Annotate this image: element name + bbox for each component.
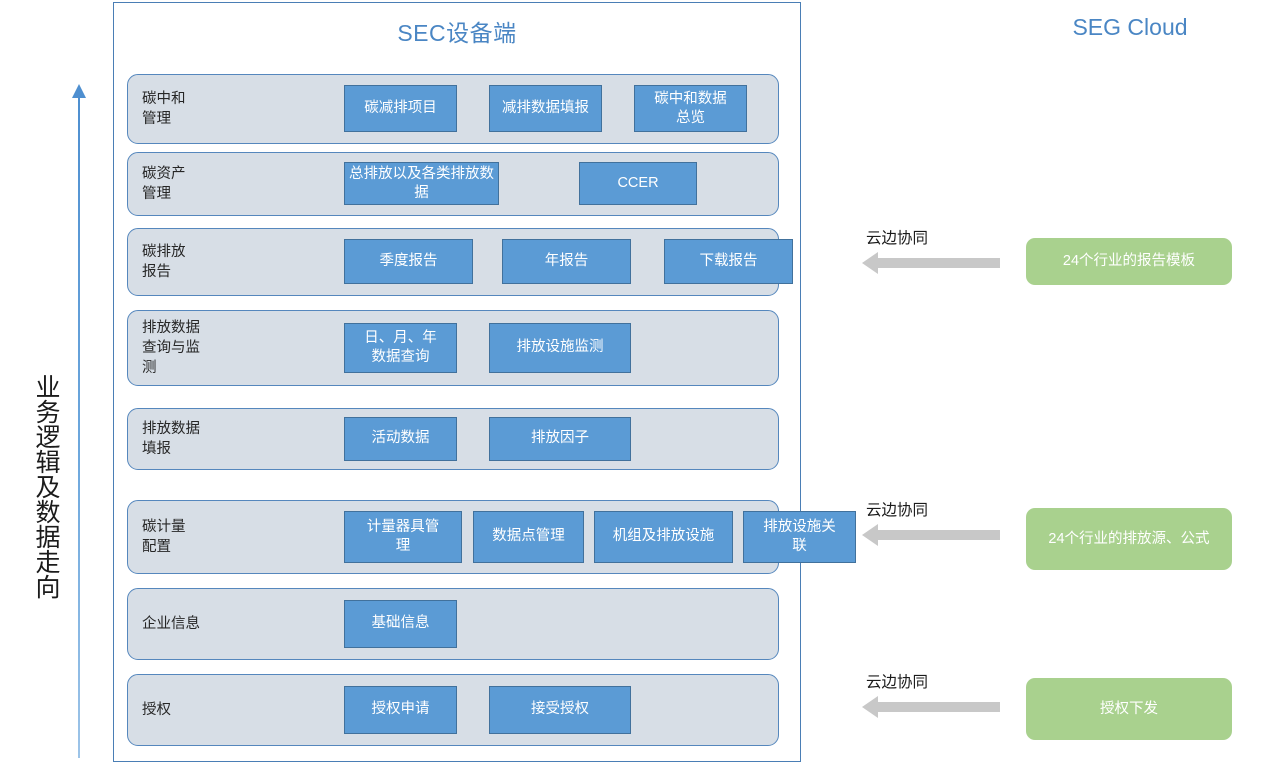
cloud-edge-sync-label: 云边协同 bbox=[866, 230, 929, 247]
module-tile[interactable]: 计量器具管 理 bbox=[344, 510, 462, 563]
module-row: 授权 授权申请接受授权 bbox=[127, 674, 779, 746]
sec-device-title: SEC设备端 bbox=[397, 20, 517, 46]
module-row-label: 排放数据 查询与监 测 bbox=[142, 320, 200, 376]
sync-arrow-left-icon bbox=[862, 696, 878, 718]
module-row-label: 排放数据 填报 bbox=[142, 421, 200, 457]
cloud-edge-sync-label: 云边协同 bbox=[866, 674, 929, 691]
cloud-capability-box[interactable]: 授权下发 bbox=[1026, 678, 1232, 740]
module-tile[interactable]: 数据点管理 bbox=[473, 510, 584, 563]
flow-direction-label: 业务逻辑及数据走向 bbox=[32, 373, 60, 599]
cloud-capability-box[interactable]: 24个行业的排放源、公式 bbox=[1026, 508, 1232, 570]
module-row-tiles: 季度报告年报告下载报告 bbox=[226, 229, 793, 295]
sync-arrow-shaft bbox=[878, 530, 1000, 540]
module-tile[interactable]: 年报告 bbox=[502, 239, 631, 284]
module-row-tiles: 碳减排项目减排数据填报碳中和数据 总览 bbox=[226, 75, 778, 143]
module-tile[interactable]: 日、月、年 数据查询 bbox=[344, 322, 457, 373]
module-row-label: 碳排放 报告 bbox=[142, 244, 186, 280]
cloud-edge-sync-label: 云边协同 bbox=[866, 502, 929, 519]
module-row: 碳资产 管理 总排放以及各类排放数据 CCER bbox=[127, 152, 779, 216]
sync-arrow-left-icon bbox=[862, 524, 878, 546]
module-row-label: 碳资产 管理 bbox=[142, 166, 186, 202]
sync-arrow-shaft bbox=[878, 702, 1000, 712]
module-row-tiles: 活动数据排放因子 bbox=[226, 409, 778, 469]
module-row-label: 碳中和 管理 bbox=[142, 91, 186, 127]
module-row: 碳排放 报告 季度报告年报告下载报告 bbox=[127, 228, 793, 296]
cloud-capability-box[interactable]: 24个行业的报告模板 bbox=[1026, 238, 1232, 285]
module-row: 排放数据 填报活动数据排放因子 bbox=[127, 408, 779, 470]
module-row-tiles: 授权申请接受授权 bbox=[226, 675, 778, 745]
module-row-tiles: 计量器具管 理数据点管理机组及排放设施排放设施关 联 bbox=[226, 501, 856, 573]
sync-arrow-shaft bbox=[878, 258, 1000, 268]
module-tile[interactable]: 总排放以及各类排放数据 bbox=[344, 162, 499, 205]
module-tile[interactable]: 机组及排放设施 bbox=[594, 510, 733, 563]
seg-cloud-title: SEG Cloud bbox=[1072, 14, 1188, 40]
module-row-tiles: 总排放以及各类排放数据 CCER bbox=[226, 153, 778, 215]
module-tile[interactable]: 排放设施监测 bbox=[489, 322, 631, 373]
flow-direction-axis-line bbox=[78, 96, 80, 758]
module-tile[interactable]: 碳减排项目 bbox=[344, 85, 457, 132]
module-tile[interactable]: CCER bbox=[579, 162, 697, 205]
module-row-label: 碳计量 配置 bbox=[142, 519, 186, 555]
sync-arrow-left-icon bbox=[862, 252, 878, 274]
module-row: 企业信息 基础信息 bbox=[127, 588, 779, 660]
module-row: 排放数据 查询与监 测日、月、年 数据查询排放设施监测 bbox=[127, 310, 779, 386]
module-tile[interactable]: 减排数据填报 bbox=[489, 85, 602, 132]
module-row: 碳计量 配置 计量器具管 理数据点管理机组及排放设施排放设施关 联 bbox=[127, 500, 856, 574]
module-row-tiles: 日、月、年 数据查询排放设施监测 bbox=[226, 311, 778, 385]
module-tile[interactable]: 排放因子 bbox=[489, 416, 631, 461]
module-row-label: 企业信息 bbox=[142, 616, 200, 632]
module-tile[interactable]: 授权申请 bbox=[344, 685, 457, 734]
module-row: 碳中和 管理 碳减排项目减排数据填报碳中和数据 总览 bbox=[127, 74, 779, 144]
module-row-tiles: 基础信息 bbox=[226, 589, 778, 659]
module-tile[interactable]: 碳中和数据 总览 bbox=[634, 85, 747, 132]
module-tile[interactable]: 排放设施关 联 bbox=[743, 510, 856, 563]
module-tile[interactable]: 活动数据 bbox=[344, 416, 457, 461]
flow-direction-arrow-icon bbox=[72, 84, 86, 98]
module-tile[interactable]: 基础信息 bbox=[344, 599, 457, 648]
module-tile[interactable]: 下载报告 bbox=[664, 239, 793, 284]
module-tile[interactable]: 接受授权 bbox=[489, 685, 631, 734]
module-tile[interactable]: 季度报告 bbox=[344, 239, 473, 284]
module-row-label: 授权 bbox=[142, 702, 171, 718]
